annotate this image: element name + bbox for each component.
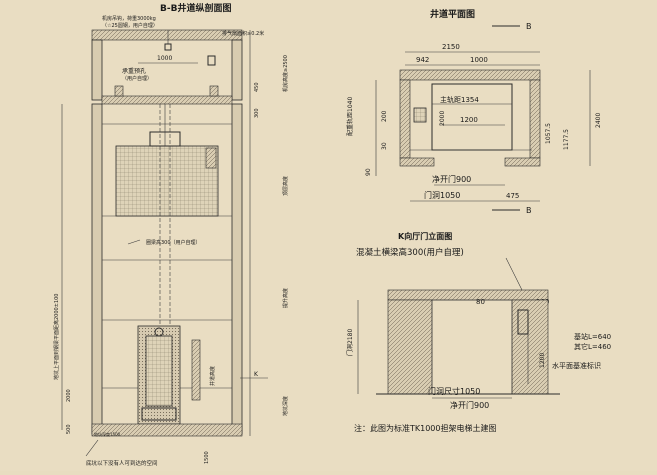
elev-dim-1200: 1200 bbox=[539, 353, 546, 368]
top-height-label: 顶层高度 bbox=[282, 176, 289, 196]
call-button-panel[interactable] bbox=[517, 309, 529, 335]
hoist-note-2: （☆25圆钢，用户自理） bbox=[102, 22, 158, 29]
section-dim-1000: 1000 bbox=[157, 55, 172, 62]
counterweight-block bbox=[145, 335, 173, 407]
level-reference: 水平面基准标识 bbox=[552, 361, 601, 370]
car-door-operator bbox=[205, 147, 217, 169]
bearing-hole-label: 承重预孔 bbox=[122, 67, 146, 75]
pit-floor bbox=[91, 423, 243, 437]
plan-dim-1000: 1000 bbox=[470, 56, 488, 64]
plan-door-opening: 门洞1050 bbox=[424, 190, 460, 200]
section-view: B-B井道纵剖面图 机房吊钩，荷重3000kg （☆25圆钢，用户自理） 100… bbox=[53, 2, 289, 467]
section-dim-500: 500 bbox=[66, 424, 72, 434]
elevator-car bbox=[115, 145, 219, 217]
plan-dim-1057: 1057.5 bbox=[545, 123, 552, 144]
plan-dim-200: 200 bbox=[381, 110, 388, 122]
bottom-note-leader bbox=[85, 439, 99, 457]
b-label-bottom: B bbox=[526, 206, 532, 215]
section-dim-450: 450 bbox=[254, 82, 260, 92]
door-height-label: 门洞2180 bbox=[346, 329, 354, 356]
hoist-note-1: 机房吊钩，荷重3000kg bbox=[102, 15, 156, 22]
plan-top-wall bbox=[399, 69, 541, 81]
plan-view: 井道平面图 B B 2150 942 1000 主轨距1354 1200 200… bbox=[346, 8, 602, 215]
plan-dim-1177: 1177.5 bbox=[563, 129, 570, 150]
plan-dim-475: 475 bbox=[506, 192, 519, 200]
other-floors: 其它L=460 bbox=[574, 342, 611, 351]
vent-fan bbox=[207, 55, 216, 66]
plan-dim-2400: 2400 bbox=[595, 113, 602, 128]
elevation-view: K向厅门立面图 混凝土横梁高300(用户自理) 80 100 门洞2180 基站… bbox=[346, 231, 611, 410]
beam-leader bbox=[127, 239, 141, 245]
plan-right-wall bbox=[529, 79, 541, 159]
b-label-top: B bbox=[526, 22, 532, 31]
section-dim-300: 300 bbox=[254, 108, 260, 118]
elev-clear-door: 净开门900 bbox=[450, 400, 489, 410]
plan-clear-door: 净开门900 bbox=[432, 174, 471, 184]
door-opening[interactable] bbox=[431, 299, 513, 395]
plan-front-wall-left bbox=[399, 157, 435, 167]
floor-height-label: 地坑上平面到钢梁平面距离2000±100 bbox=[53, 294, 60, 380]
shaft-right-wall bbox=[231, 103, 243, 435]
footnote: 注：此图为标准TK1000担架电梯土建图 bbox=[354, 423, 497, 433]
plan-dim-90: 90 bbox=[365, 168, 372, 176]
elevation-left-wall bbox=[387, 299, 433, 395]
plan-dim-2000: 2000 bbox=[439, 111, 446, 126]
plan-dim-1200: 1200 bbox=[460, 116, 478, 124]
bearing-hole-right bbox=[209, 85, 219, 97]
pit-ladder bbox=[191, 339, 201, 401]
machine-room-slab bbox=[91, 29, 243, 41]
section-title: B-B井道纵剖面图 bbox=[160, 2, 231, 14]
pit-label: 地坑深度 bbox=[282, 396, 289, 416]
plan-front-wall-right bbox=[504, 157, 541, 167]
elev-dim-80: 80 bbox=[476, 298, 485, 306]
counterweight-sheave bbox=[154, 327, 164, 337]
pit-buffer bbox=[141, 407, 177, 421]
plan-dim-30: 30 bbox=[381, 142, 388, 150]
plan-left-wall bbox=[399, 79, 411, 159]
pit-depth-small: 地坑深度1500 bbox=[94, 431, 121, 437]
plan-dim-942: 942 bbox=[416, 56, 429, 64]
section-dim-2000: 2000 bbox=[66, 389, 72, 402]
machine-room-height: 机房高度≥2500 bbox=[282, 55, 289, 92]
plan-dim-2150: 2150 bbox=[442, 43, 460, 51]
beam-label: 圈梁高300（用户自理） bbox=[146, 239, 201, 246]
plan-title: 井道平面图 bbox=[430, 8, 475, 20]
k-label: K bbox=[254, 371, 259, 378]
door-size: 门洞尺寸1050 bbox=[428, 386, 480, 396]
pit-depth-label: 1500 bbox=[204, 451, 210, 464]
beam-note-leader bbox=[505, 257, 523, 291]
bearing-hole-left bbox=[114, 85, 124, 97]
machine-room-floor bbox=[101, 95, 233, 105]
shaft-left-wall bbox=[91, 103, 103, 435]
beam-note: 混凝土横梁高300(用户自理) bbox=[356, 247, 464, 258]
bottom-note: 底坑以下没有人可到达的空间 bbox=[86, 459, 158, 467]
travel-height-label: 提升高度 bbox=[282, 288, 289, 308]
machine-room-left-wall bbox=[91, 39, 103, 101]
entrance-height-label: 井道高度 bbox=[209, 366, 216, 386]
base-station: 基站L=640 bbox=[574, 332, 611, 341]
vent-note: 排气扇面积≥0.2米 bbox=[222, 30, 264, 37]
elevation-beam bbox=[387, 289, 549, 301]
hoist-hook bbox=[164, 43, 172, 51]
counterweight-rail: 配重轨距1040 bbox=[346, 97, 354, 136]
elevation-right-wall bbox=[511, 299, 549, 395]
rail-label: 主轨距1354 bbox=[440, 95, 479, 104]
machine-room-right-wall bbox=[231, 39, 243, 101]
bearing-hole-note: （用户自理） bbox=[122, 75, 152, 82]
elevation-title: K向厅门立面图 bbox=[398, 231, 452, 241]
plan-counterweight bbox=[413, 107, 427, 123]
